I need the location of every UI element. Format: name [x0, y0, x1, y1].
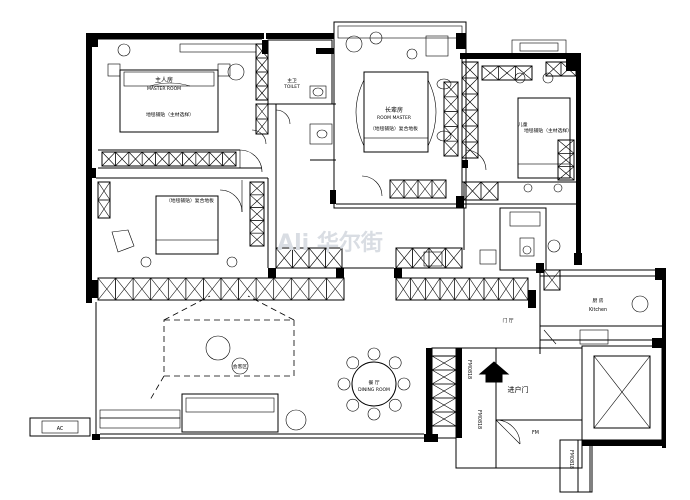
- kitchen-cn: 厨 房: [592, 297, 603, 304]
- sofa: [181, 393, 279, 433]
- door-code-2: FM0818: [476, 410, 482, 429]
- ac-unit: [29, 417, 91, 437]
- interior-walls: [95, 21, 665, 493]
- dining-chair: [346, 398, 360, 412]
- master-lamp-icon: [117, 43, 131, 57]
- guest-room-note: （地毯铺贴）复合地板: [370, 125, 418, 132]
- door-code-4: FM0818: [568, 450, 574, 469]
- door-code-1: FM0818: [466, 360, 472, 379]
- toilet-en: TOILET: [283, 84, 300, 90]
- living-label: 会客区: [233, 363, 248, 370]
- kitchen-en: Kitchen: [589, 307, 607, 313]
- master-room-note: 地毯铺贴（主材选样）: [146, 111, 194, 118]
- cooktop-icon: [579, 329, 609, 345]
- kids-bed: [517, 97, 571, 179]
- dining-cn: 餐 厅: [368, 379, 379, 386]
- guest-chair-icon: [345, 35, 363, 53]
- hall-label: 门 厅: [502, 317, 513, 324]
- furniture: [29, 31, 649, 445]
- dining-chair: [367, 347, 381, 361]
- dining-chair: [367, 407, 381, 421]
- door-code-3: FM: [532, 430, 539, 436]
- second-bed: [155, 195, 219, 255]
- dining-en: DINING ROOM: [358, 387, 390, 393]
- structural-walls: [86, 33, 666, 448]
- dining-chair: [388, 356, 402, 370]
- dining-chair: [388, 398, 402, 412]
- dining-chair: [346, 356, 360, 370]
- ac-label: AC: [57, 426, 64, 432]
- cabinet-rows: [97, 43, 577, 427]
- kids-room-note: 地毯铺贴（主材选样）: [524, 127, 572, 134]
- master-bed: [119, 69, 219, 133]
- dining-table: [351, 361, 397, 407]
- second-room-note: （地毯铺贴）复合地板: [166, 197, 214, 204]
- guest-room-en: ROOM MASTER: [377, 115, 411, 121]
- master-room-cn: 主人房: [155, 76, 173, 84]
- kids-room-cn: 儿童: [518, 121, 528, 128]
- guest-room-cn: 长辈房: [385, 106, 403, 114]
- dining-chair: [397, 377, 411, 391]
- entry-arrow-icon: [478, 361, 510, 383]
- dining-chair: [337, 377, 351, 391]
- watermark: Ali 华尔街: [277, 230, 383, 256]
- entry-door-label: 进户门: [508, 385, 529, 394]
- toilet-cn: 主卫: [287, 77, 297, 84]
- room-labels: 主人房 MASTER ROOM 地毯铺贴（主材选样） 主卫 TOILET 长辈房…: [57, 76, 607, 469]
- master-room-en: MASTER ROOM: [147, 86, 181, 92]
